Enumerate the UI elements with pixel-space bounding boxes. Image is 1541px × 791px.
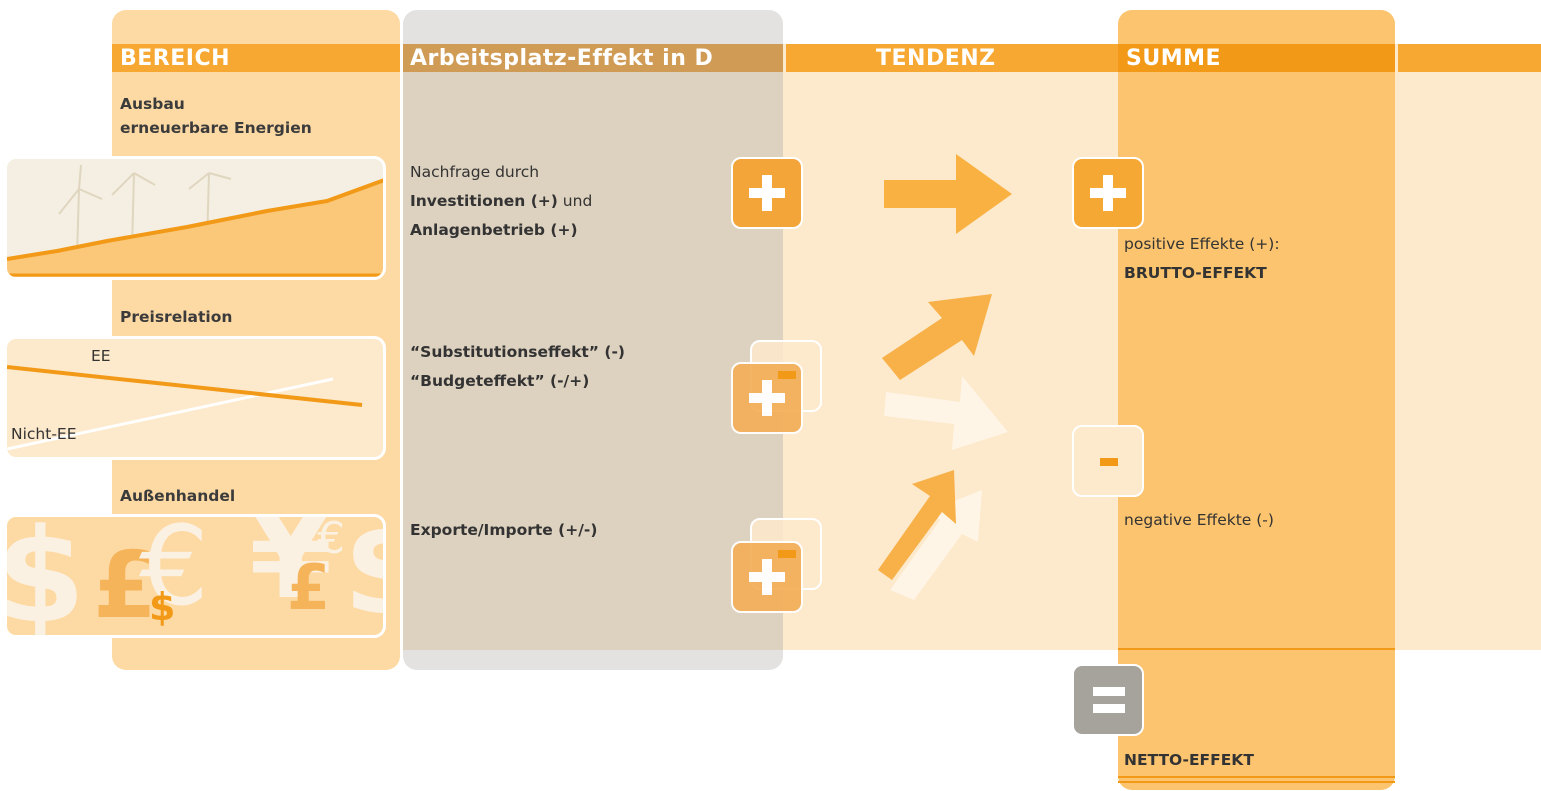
row1-title-line1: Ausbau <box>120 95 185 113</box>
tendenz-arrows <box>878 154 1012 600</box>
yen-symbol: ¥ <box>249 514 333 626</box>
euro-symbol-2: € <box>317 514 345 564</box>
row3-effect-text: Exporte/Importe (+/-) <box>410 521 598 539</box>
header-bereich: BEREICH <box>120 46 231 71</box>
row2-effect-text: “Substitutionseffekt” (-) “Budgeteffekt”… <box>410 338 625 396</box>
arrow-up-right-faded-icon <box>890 490 982 600</box>
summe-column-bg <box>1118 10 1395 790</box>
pound-symbol-1: £ <box>93 532 158 638</box>
currency-illustration: $ £ € $ ¥ £ € $ <box>4 514 386 638</box>
row1-title-line2: erneuerbare Energien <box>120 119 312 137</box>
summe-net-bold: NETTO-EFFEKT <box>1124 751 1254 769</box>
row1-effect-line2: Investitionen (+) und <box>410 187 592 216</box>
row2-effect-line2: “Budgeteffekt” (-/+) <box>410 372 590 390</box>
summe-positive: positive Effekte (+): BRUTTO-EFFEKT <box>1124 230 1280 288</box>
pound-symbol-2: £ <box>287 551 331 624</box>
header-tendenz: TENDENZ <box>876 46 996 71</box>
price-relation-chart <box>7 365 363 451</box>
summe-negative: negative Effekte (-) <box>1124 511 1274 529</box>
nicht-ee-label: Nicht-EE <box>11 425 77 443</box>
header-bar-tail <box>1398 44 1541 72</box>
ee-label: EE <box>91 347 111 365</box>
minus-icon-row3 <box>778 550 796 558</box>
wind-growth-chart <box>7 164 383 277</box>
row1-effect-line2-bold: Investitionen (+) <box>410 192 558 210</box>
arrow-up-right-icon <box>882 294 992 380</box>
row1-effect-line2-suffix: und <box>557 192 593 210</box>
row2-title: Preisrelation <box>120 308 233 326</box>
summe-positive-line1: positive Effekte (+): <box>1124 235 1280 253</box>
header-effekt: Arbeitsplatz-Effekt in D <box>410 46 714 71</box>
plus-box-row1 <box>731 157 803 229</box>
row2-effect-line1: “Substitutionseffekt” (-) <box>410 343 625 361</box>
plus-icon <box>733 159 801 227</box>
nicht-ee-line <box>7 377 334 451</box>
summe-positive-line2: BRUTTO-EFFEKT <box>1124 259 1280 288</box>
dollar-symbol-2: $ <box>149 585 176 629</box>
arrow-down-right-faded-icon <box>884 376 1008 450</box>
price-relation-illustration: EE Nicht-EE <box>4 336 386 460</box>
row3-title: Außenhandel <box>120 487 236 505</box>
euro-symbol-1: € <box>139 514 209 630</box>
plus-icon <box>733 543 801 611</box>
effekt-column-fill <box>403 72 783 650</box>
plus-box-summe <box>1072 157 1144 229</box>
header-bar-effekt <box>403 44 783 72</box>
row1-effect-text: Nachfrage durch Investitionen (+) und An… <box>410 158 592 245</box>
dollar-symbol-1: $ <box>4 514 86 638</box>
wind-turbine-illustration <box>4 156 386 280</box>
summe-positive-line2-bold: BRUTTO-EFFEKT <box>1124 264 1267 282</box>
plus-icon <box>1074 159 1142 227</box>
arrow-up-right-icon-2 <box>878 470 956 580</box>
summe-separator-line <box>1118 648 1395 650</box>
summe-bottom-line <box>1118 776 1395 778</box>
summe-bottom-line-2 <box>1118 781 1395 783</box>
equals-box-summe <box>1072 664 1144 736</box>
summe-net: NETTO-EFFEKT <box>1124 746 1254 775</box>
arrow-right-icon <box>884 154 1012 234</box>
dollar-symbol-3: $ <box>343 517 383 633</box>
row1-effect-line1: Nachfrage durch <box>410 163 540 181</box>
ee-line <box>7 365 363 407</box>
minus-box-summe <box>1072 425 1144 497</box>
header-summe: SUMME <box>1126 46 1222 71</box>
header-bar-bereich <box>112 44 400 72</box>
minus-icon <box>1074 427 1142 495</box>
row1-effect-line3: Anlagenbetrieb (+) <box>410 216 592 245</box>
row1-title: Ausbau erneuerbare Energien <box>120 92 312 140</box>
minus-icon-row2 <box>778 371 796 379</box>
row1-effect-line3-bold: Anlagenbetrieb (+) <box>410 221 578 239</box>
equals-icon <box>1074 666 1142 734</box>
header-bar-summe <box>1118 44 1395 72</box>
header-bar-tendenz <box>786 44 1118 72</box>
plus-icon <box>733 364 801 432</box>
